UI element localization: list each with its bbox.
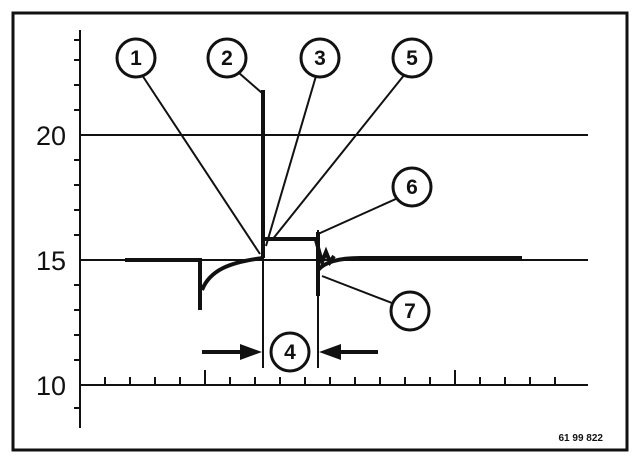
callout-4-label: 4 xyxy=(284,341,296,364)
time-axis-ticks xyxy=(104,370,556,385)
callout-5: 5 xyxy=(391,37,433,79)
callout-1: 1 xyxy=(115,37,157,79)
callout-6: 6 xyxy=(391,166,433,208)
callout-5-label: 5 xyxy=(406,47,418,70)
waveform-baseline-left xyxy=(125,258,202,310)
callout-4: 4 xyxy=(269,331,311,373)
y-tick-label-20: 20 xyxy=(36,121,66,151)
figure-reference: 61 99 822 xyxy=(559,433,604,444)
callout-2-label: 2 xyxy=(221,47,233,70)
interval-markers xyxy=(262,230,319,368)
interval-arrows xyxy=(202,344,378,360)
callout-6-label: 6 xyxy=(406,176,418,199)
y-tick-label-10: 10 xyxy=(36,371,66,401)
y-tick-label-15: 15 xyxy=(36,246,66,276)
callout-leaders xyxy=(141,72,406,304)
callout-7-label: 7 xyxy=(404,300,416,323)
callout-3-label: 3 xyxy=(314,47,326,70)
waveform-ringing xyxy=(314,239,336,269)
callout-3: 3 xyxy=(299,37,341,79)
callout-1-label: 1 xyxy=(130,47,142,70)
diagram-frame xyxy=(11,11,629,452)
y-axis-minor-ticks xyxy=(74,39,80,409)
callout-2: 2 xyxy=(206,37,248,79)
waveform-recovery-curve xyxy=(200,256,264,291)
callout-7: 7 xyxy=(389,290,431,332)
